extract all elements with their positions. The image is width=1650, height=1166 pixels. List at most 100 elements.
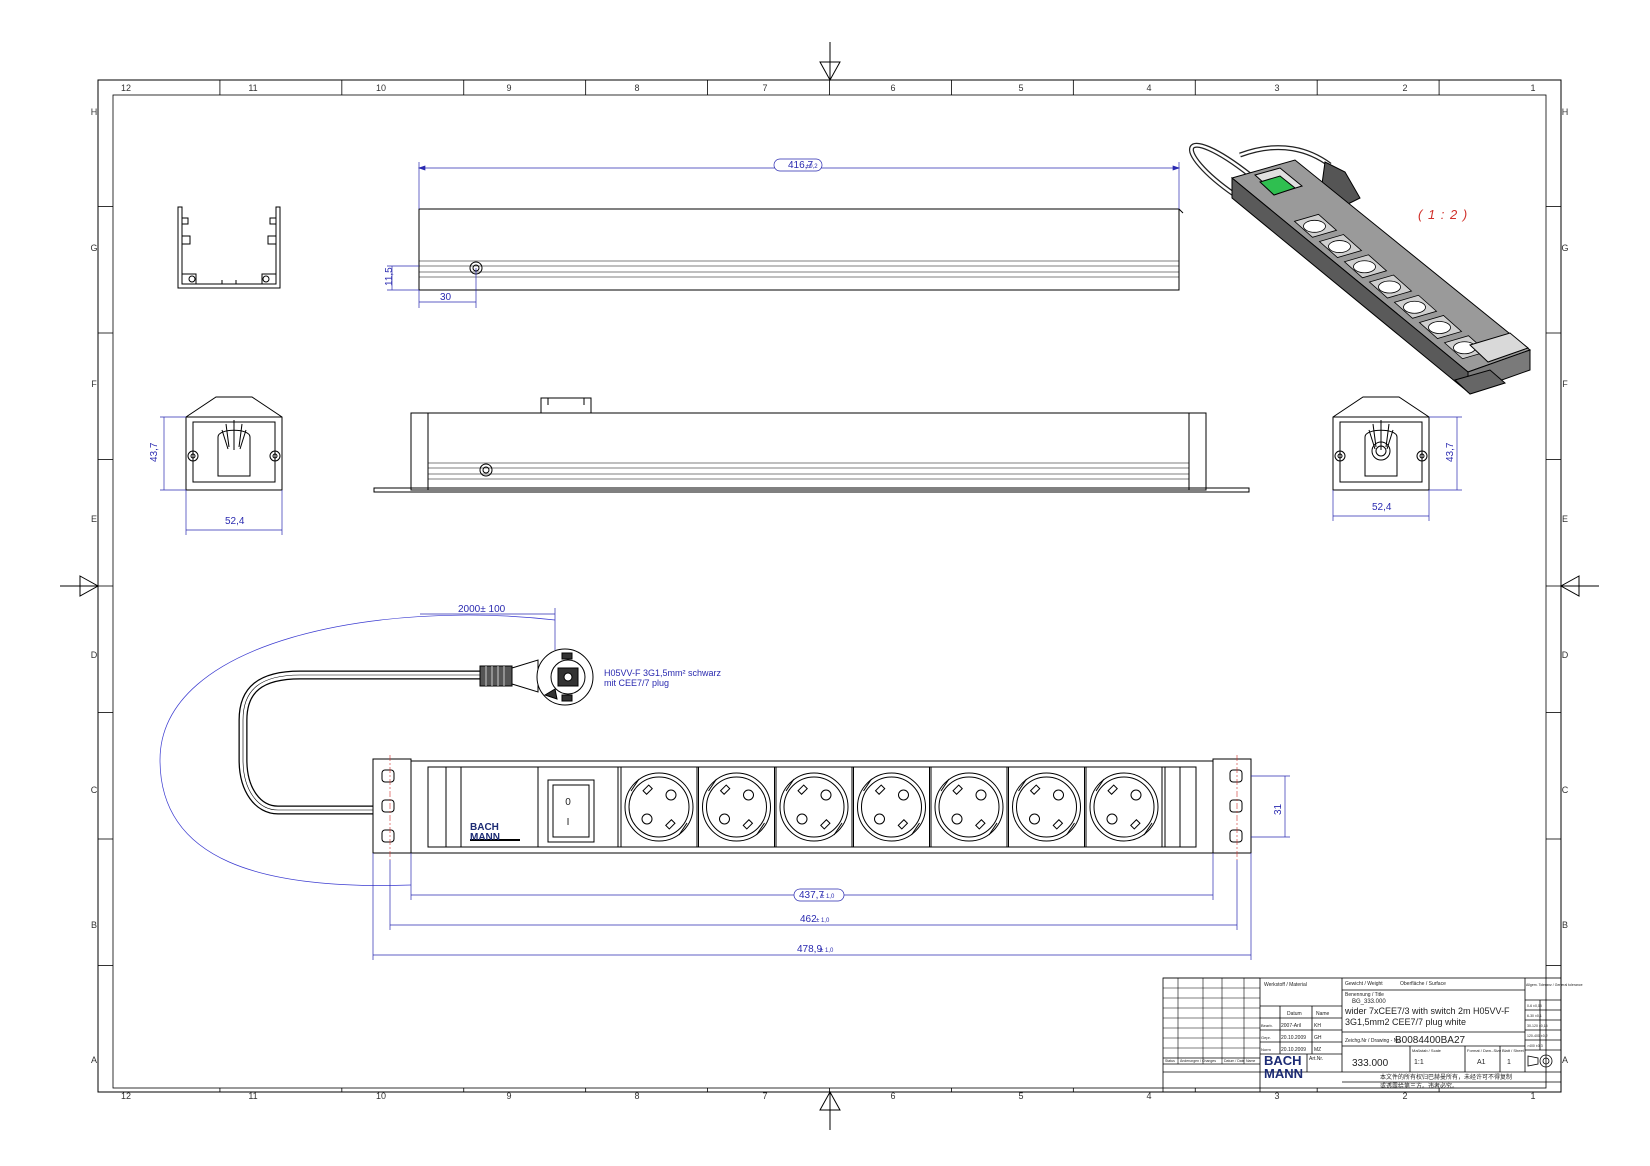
dim-end-height-left: 43,7 — [149, 442, 160, 462]
row-ticks — [98, 206, 1561, 966]
col-label: 5 — [1018, 83, 1023, 93]
tb-row3-label: Norm — [1261, 1047, 1271, 1052]
col-label: 4 — [1146, 83, 1151, 93]
row-label: D — [1562, 650, 1569, 660]
tb-tol-row: 30-120 ±0,15 — [1527, 1024, 1548, 1028]
col-label: 11 — [248, 1091, 257, 1101]
tb-rev-label: Name — [1246, 1059, 1255, 1063]
tb-rev-label: Datum / Date — [1224, 1059, 1245, 1063]
row-label: G — [1561, 243, 1568, 253]
strip-logo-bach: BACH — [470, 822, 499, 833]
top-view-dimensions — [387, 158, 1181, 308]
cable-spec-line2: mit CEE7/7 plug — [604, 678, 669, 688]
column-ticks — [219, 80, 1440, 1092]
tb-drawing-no: B0084400BA27 — [1395, 1035, 1466, 1046]
row-label: C — [91, 785, 98, 795]
switch-label-1: I — [567, 817, 570, 828]
front-sockets — [620, 766, 1163, 848]
tb-row2-name: GH — [1314, 1035, 1322, 1041]
tb-tol-row: 0-6 ±0,05 — [1527, 1004, 1542, 1008]
col-label: 1 — [1530, 83, 1535, 93]
tb-article-no: 333.000 — [1352, 1058, 1389, 1069]
socket — [930, 766, 1008, 848]
row-label: D — [91, 650, 98, 660]
dim-height-small: 11,5 — [384, 267, 395, 286]
dim-mount-length: 462 — [800, 914, 817, 925]
tb-surface-label: Oberfläche / Surface — [1400, 981, 1446, 987]
row-label: H — [1562, 107, 1569, 117]
dim-end-width-right: 52,4 — [1372, 502, 1392, 513]
tb-material-label: Werkstoff / Material — [1264, 982, 1307, 988]
end-view-right-dimensions — [1332, 416, 1462, 521]
row-label: A — [1562, 1055, 1568, 1065]
side-view — [373, 397, 1250, 493]
tb-designation-label: Benennung / Title — [1345, 992, 1384, 998]
tb-row2-date: 20.10.2009 — [1281, 1035, 1306, 1041]
cable — [238, 670, 480, 815]
tb-tol-row: >400 ±0,3 — [1527, 1044, 1543, 1048]
tb-logo-mann: MANN — [1264, 1066, 1303, 1081]
dim-offset-30: 30 — [440, 292, 452, 303]
col-label: 9 — [506, 1091, 511, 1101]
col-label: 6 — [890, 1091, 895, 1101]
dim-hole-spacing: 31 — [1273, 803, 1284, 815]
col-label: 11 — [248, 83, 257, 93]
tb-row2-label: Gepr. — [1261, 1035, 1271, 1040]
dim-top-length-tol: ±0,2 — [806, 164, 818, 170]
row-labels-left: H G F E D C B A — [90, 107, 97, 1065]
tb-tolerance-header: Allgem. Toleranz / General tolerance — [1526, 983, 1583, 987]
socket — [853, 766, 930, 848]
dim-cable-length: 2000± 100 — [458, 604, 506, 615]
col-label: 3 — [1274, 83, 1279, 93]
row-label: E — [91, 514, 97, 524]
tb-row3-date: 20.10.2009 — [1281, 1047, 1306, 1053]
dim-top-length: 416,7 — [788, 160, 813, 171]
tb-article-label: Art.Nr. — [1309, 1056, 1323, 1062]
tb-rev-label: Status — [1165, 1059, 1175, 1063]
dim-end-width-left: 52,4 — [225, 516, 245, 527]
dim-total-length: 478,9 — [797, 944, 822, 955]
isometric-view — [1189, 142, 1532, 395]
title-block — [1162, 977, 1562, 1093]
centering-marks — [60, 42, 1599, 1130]
tb-drawing-no-label: Zeichg.Nr / Drawing - No. — [1345, 1038, 1401, 1044]
col-label: 10 — [376, 1091, 386, 1101]
socket — [775, 766, 853, 848]
row-label: H — [91, 107, 98, 117]
tb-row1-name: KH — [1314, 1023, 1321, 1029]
tb-weight-label: Gewicht / Weight — [1345, 981, 1383, 987]
socket — [1085, 766, 1163, 848]
dim-body-length: 437,7 — [799, 890, 824, 901]
socket — [698, 766, 775, 848]
dim-end-height-right: 43,7 — [1445, 442, 1456, 462]
cable-spec-line1: H05VV-F 3G1,5mm² schwarz — [604, 668, 722, 678]
tb-scale-value: 1:1 — [1414, 1059, 1424, 1066]
col-label: 2 — [1402, 83, 1407, 93]
tb-designation-code: BG_333.000 — [1352, 999, 1386, 1005]
tb-tol-row: 120-400 ±0,2 — [1527, 1034, 1548, 1038]
dim-mount-length-tol: ± 1,0 — [816, 918, 830, 924]
row-label: A — [91, 1055, 97, 1065]
row-labels-right: H G F E D C B A — [1561, 107, 1568, 1065]
col-label: 1 — [1530, 1091, 1535, 1101]
col-label: 8 — [634, 1091, 639, 1101]
col-label: 10 — [376, 83, 386, 93]
tb-date-col: Datum — [1287, 1011, 1302, 1017]
col-label: 7 — [762, 1091, 767, 1101]
profile-cross-section — [177, 206, 281, 289]
tb-format-value: A1 — [1477, 1059, 1486, 1066]
switch-label-0: 0 — [565, 797, 571, 808]
tb-row1-date: 2007-Aril — [1281, 1023, 1301, 1029]
row-label: F — [1562, 379, 1568, 389]
tb-format-label: Format / Dwn.-Size — [1467, 1048, 1502, 1053]
tb-tol-row: 6-30 ±0,1 — [1527, 1014, 1542, 1018]
col-label: 6 — [890, 83, 895, 93]
cable-arc — [159, 614, 556, 886]
front-view-dimensions — [372, 775, 1290, 960]
socket — [620, 766, 698, 848]
row-label: F — [91, 379, 97, 389]
tb-title-line2: 3G1,5mm2 CEE7/7 plug white — [1345, 1017, 1466, 1027]
row-label: B — [1562, 920, 1568, 930]
top-view — [418, 208, 1184, 291]
